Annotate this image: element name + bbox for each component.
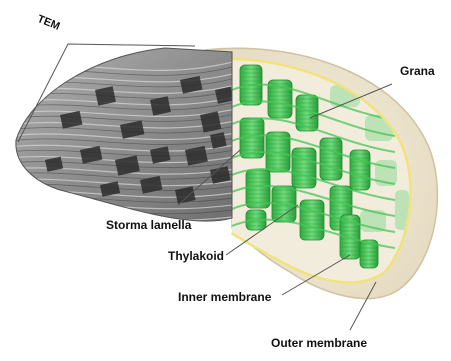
label-thylakoid: Thylakoid: [168, 249, 224, 263]
granum: [300, 200, 324, 240]
label-outer-membrane: Outer membrane: [271, 336, 367, 350]
granum: [350, 150, 370, 190]
granum: [320, 138, 342, 180]
tem-micrograph: [0, 40, 240, 240]
label-inner-membrane: Inner membrane: [178, 290, 271, 304]
granum: [292, 148, 316, 188]
label-grana: Grana: [400, 64, 435, 78]
label-stroma-lamella: Storma lamella: [106, 218, 191, 232]
